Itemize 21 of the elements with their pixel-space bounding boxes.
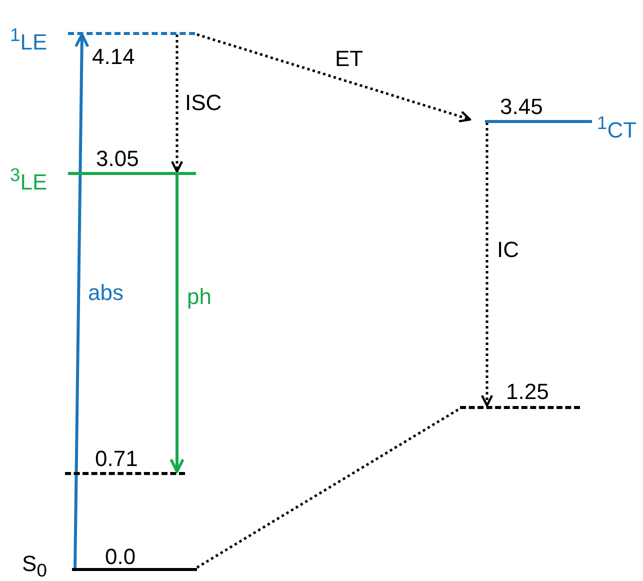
energy-value: 0.71 xyxy=(95,446,138,470)
arrow xyxy=(196,33,472,122)
energy-value: 0.0 xyxy=(105,544,136,568)
level-label: $^{1}$LE xyxy=(10,22,48,54)
level-label: $^{3}$LE xyxy=(10,162,48,194)
edge-label: ph xyxy=(187,285,212,309)
energy-value: 1.25 xyxy=(506,380,549,404)
edge-label: IC xyxy=(497,238,519,262)
edge-label: ISC xyxy=(185,91,222,115)
edge-label: abs xyxy=(88,281,124,305)
edge-label: ET xyxy=(335,47,364,71)
connector-line xyxy=(196,407,461,569)
energy-value: 3.05 xyxy=(96,146,139,170)
energy-value: 4.14 xyxy=(92,44,135,68)
level-label: S$_{0}$ xyxy=(22,552,47,581)
energy-value: 3.45 xyxy=(500,94,543,118)
level-label: $^{1}$CT xyxy=(597,110,637,142)
arrow xyxy=(480,122,494,407)
arrow xyxy=(170,34,184,173)
arrow xyxy=(74,33,90,571)
arrow xyxy=(170,174,184,473)
